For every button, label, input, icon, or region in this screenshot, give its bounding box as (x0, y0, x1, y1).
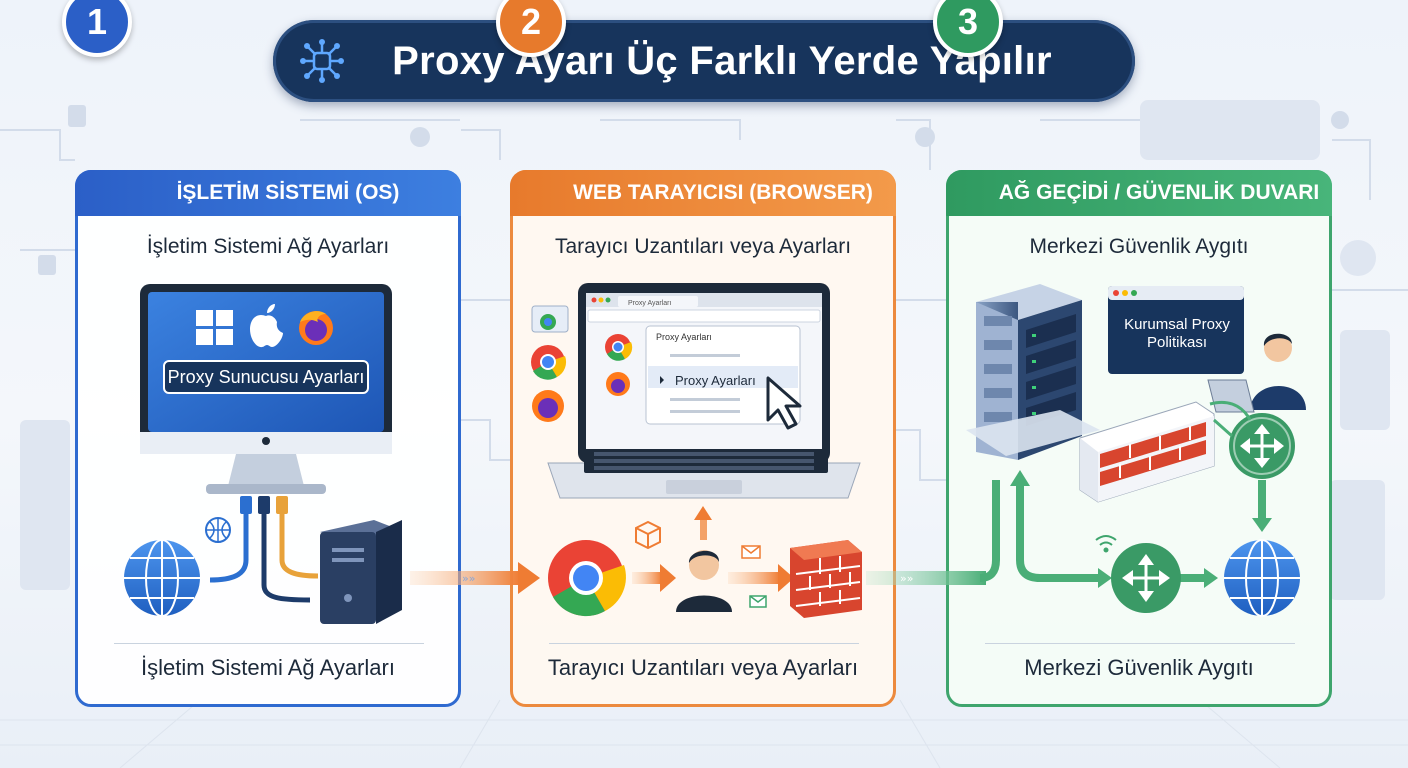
corporate-proxy-policy-label: Kurumsal Proxy Politikası (1124, 316, 1230, 351)
step-badge-1: 1 (62, 0, 132, 57)
panel-footer-gateway: Merkezi Güvenlik Aygıtı (1024, 655, 1254, 680)
panel-divider (114, 643, 424, 644)
panel-footer-browser: Tarayıcı Uzantıları veya Ayarları (547, 655, 859, 680)
panel-operating-system: İŞLETİM SİSTEMİ (OS) İşletim Sistemi Ağ … (75, 170, 461, 707)
panel-gateway-firewall: AĞ GEÇİDİ / GÜVENLİK DUVARI Merkezi Güve… (946, 170, 1332, 707)
panel-header-browser: WEB TARAYICISI (BROWSER) (510, 170, 896, 216)
step-badge-2: 2 (496, 0, 566, 57)
browser-menu-item-proxy: Proxy Ayarları (675, 373, 756, 388)
panel-web-browser: WEB TARAYICISI (BROWSER) Tarayıcı Uzantı… (510, 170, 896, 707)
browser-tab-label: Proxy Ayarları (628, 300, 672, 307)
panel-header-gateway: AĞ GEÇİDİ / GÜVENLİK DUVARI (946, 170, 1332, 216)
proxy-server-settings-label: Proxy Sunucusu Ayarları (163, 360, 369, 394)
panel-header-os: İŞLETİM SİSTEMİ (OS) (75, 170, 461, 216)
step-badge-3: 3 (933, 0, 1003, 57)
panel-footer-os: İşletim Sistemi Ağ Ayarları (141, 655, 395, 680)
browser-menu-title: Proxy Ayarları (656, 332, 712, 342)
title-banner: Proxy Ayarı Üç Farklı Yerde Yapılır (273, 20, 1135, 102)
panel-divider (985, 643, 1295, 644)
network-hub-icon (300, 39, 344, 83)
panel-subtitle-browser: Tarayıcı Uzantıları veya Ayarları (554, 235, 852, 258)
panel-divider (549, 643, 859, 644)
panel-subtitle-os: İşletim Sistemi Ağ Ayarları (146, 235, 390, 258)
panel-subtitle-gateway: Merkezi Güvenlik Aygıtı (1029, 235, 1249, 258)
